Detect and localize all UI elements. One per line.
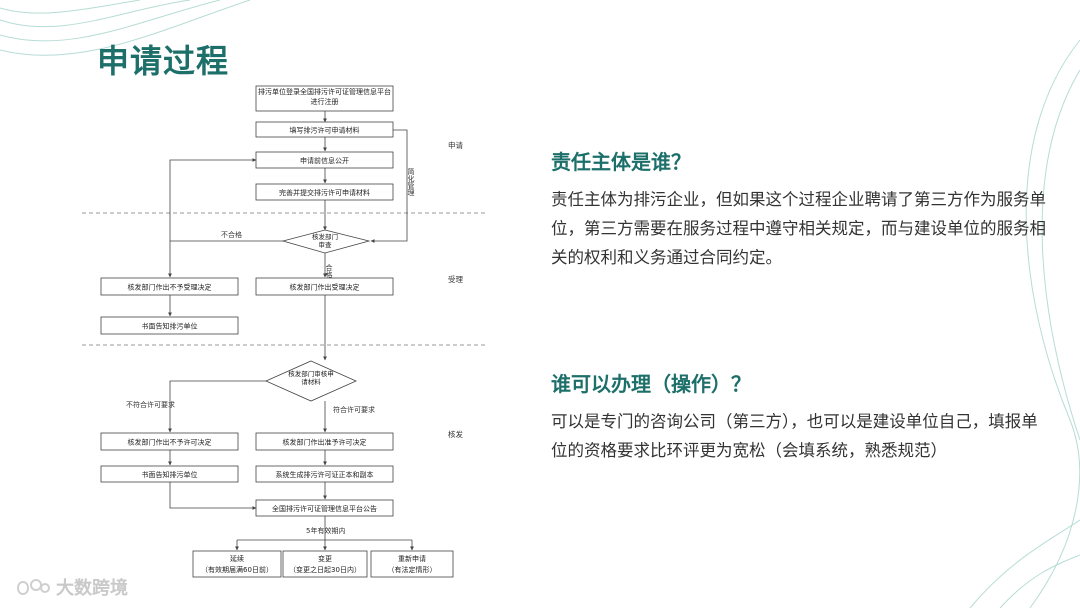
flow-node-deny-permit: 核发部门作出不予许可决定 bbox=[100, 432, 239, 451]
flow-node-notify-1: 书面告知排污单位 bbox=[100, 316, 239, 335]
flow-node-grant-permit: 核发部门作出准予许可决定 bbox=[255, 432, 394, 451]
flow-node-generate-text: 系统生成排污许可证正本和副本 bbox=[276, 470, 374, 479]
stage-label-issue: 核发 bbox=[448, 429, 463, 439]
flow-node-grant-permit-text: 核发部门作出准予许可决定 bbox=[283, 438, 367, 447]
stage-label-accept: 受理 bbox=[448, 274, 463, 284]
flow-decision-audit: 核发部门审核申请材料 bbox=[265, 360, 357, 402]
flow-node-notify-1-text: 书面告知排污单位 bbox=[142, 322, 198, 331]
flow-node-submit-text: 完善并提交排污许可申请材料 bbox=[279, 188, 370, 197]
label-pass: 合格 bbox=[325, 263, 333, 279]
flow-decision-audit-text: 核发部门审核申请材料 bbox=[288, 370, 334, 386]
brand-logo: 大数跨境 bbox=[16, 574, 128, 600]
flow-node-fill-materials: 填写排污许可申请材料 bbox=[255, 121, 394, 138]
page-title: 申请过程 bbox=[97, 42, 230, 80]
flow-node-notify-2-text: 书面告知排污单位 bbox=[142, 470, 198, 479]
section-body: 责任主体为排污企业，但如果这个过程企业聘请了第三方作为服务单位，第三方需要在服务… bbox=[551, 190, 1046, 267]
flow-outcome-change-note: （变更之日起30日内） bbox=[289, 565, 361, 574]
flow-decision-review: 核发部门审查 bbox=[281, 229, 371, 254]
flow-node-generate: 系统生成排污许可证正本和副本 bbox=[255, 465, 394, 483]
flow-outcome-extend-title: 延续 bbox=[230, 554, 244, 563]
flow-node-announce-text: 全国排污许可证管理信息平台公告 bbox=[272, 504, 377, 513]
flow-outcome-change-title: 变更 bbox=[318, 554, 332, 563]
flow-node-pre-disclosure-text: 申请前信息公开 bbox=[300, 156, 349, 165]
flow-outcome-reapply-title: 重新申请 bbox=[398, 554, 426, 563]
section-who-can-handle: 谁可以办理（操作）？ 可以是专门的咨询公司（第三方），也可以是建设单位自己，填报… bbox=[551, 368, 1051, 465]
flow-decision-review-text: 核发部门审查 bbox=[312, 233, 338, 249]
flow-node-reject-accept: 核发部门作出不予受理决定 bbox=[100, 277, 239, 296]
flow-outcome-extend-note: （有效期届满60日前） bbox=[201, 565, 273, 574]
flow-outcome-extend: 延续 （有效期届满60日前） bbox=[192, 550, 282, 578]
flow-node-notify-2: 书面告知排污单位 bbox=[100, 465, 239, 483]
flow-outcome-reapply: 重新申请 （有法定情形） bbox=[370, 550, 454, 578]
brand-logo-icon bbox=[16, 579, 50, 595]
flow-outcome-reapply-note: （有法定情形） bbox=[388, 565, 437, 574]
flow-node-pre-disclosure: 申请前信息公开 bbox=[255, 151, 394, 169]
stage-label-apply: 申请 bbox=[448, 140, 463, 150]
flow-node-deny-permit-text: 核发部门作出不予许可决定 bbox=[128, 438, 212, 447]
section-title: 谁可以办理（操作）？ bbox=[551, 372, 751, 396]
flow-node-register: 排污单位登录全国排污许可证管理信息平台进行注册 bbox=[255, 85, 394, 112]
label-meet: 符合许可要求 bbox=[333, 405, 375, 414]
flow-node-reject-accept-text: 核发部门作出不予受理决定 bbox=[128, 283, 212, 292]
flow-node-submit: 完善并提交排污许可申请材料 bbox=[255, 183, 394, 201]
flow-node-announce: 全国排污许可证管理信息平台公告 bbox=[255, 499, 394, 517]
label-validity: 5年有效期内 bbox=[306, 526, 345, 535]
brand-logo-text: 大数跨境 bbox=[56, 578, 128, 599]
section-body: 可以是专门的咨询公司（第三方），也可以是建设单位自己，填报单位的资格要求比环评更… bbox=[551, 412, 1038, 460]
flow-node-register-text: 排污单位登录全国排污许可证管理信息平台进行注册 bbox=[258, 88, 391, 106]
permit-flowchart: 申请 受理 核发 简化管理 不合格 合格 不符合许可要求 符合许可要求 bbox=[82, 85, 488, 578]
label-simplified: 简化管理 bbox=[407, 167, 415, 196]
label-fail: 不合格 bbox=[221, 230, 242, 239]
section-title: 责任主体是谁？ bbox=[551, 150, 691, 174]
label-not-meet: 不符合许可要求 bbox=[126, 400, 175, 409]
flow-node-accept-text: 核发部门作出受理决定 bbox=[290, 283, 360, 292]
flow-outcome-change: 变更 （变更之日起30日内） bbox=[282, 550, 368, 578]
decorative-curves-right bbox=[969, 39, 1080, 608]
flow-node-fill-materials-text: 填写排污许可申请材料 bbox=[290, 126, 360, 135]
section-responsible-party: 责任主体是谁？ 责任主体为排污企业，但如果这个过程企业聘请了第三方作为服务单位，… bbox=[551, 146, 1051, 272]
flow-node-accept: 核发部门作出受理决定 bbox=[255, 277, 394, 296]
